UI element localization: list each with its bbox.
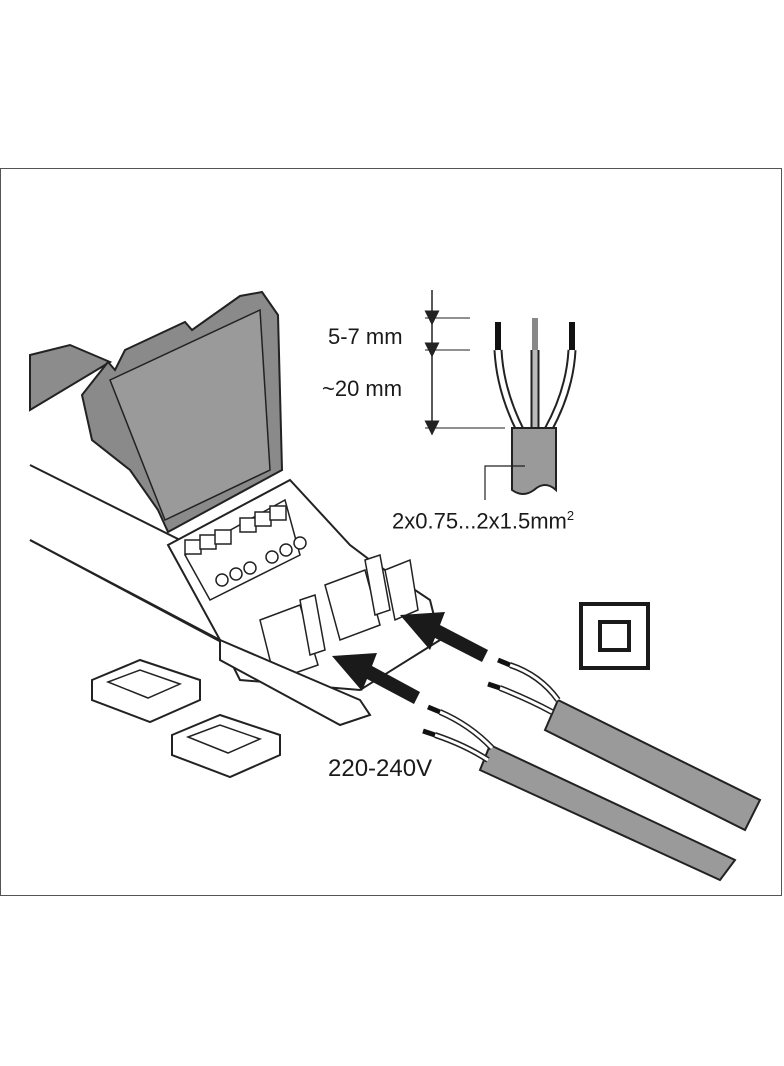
insert-arrow-upper: [400, 612, 488, 662]
strip-length-label: 5-7 mm: [328, 324, 403, 349]
diagram-frame: [0, 168, 782, 896]
insert-arrow-lower: [332, 653, 420, 704]
cable-upper: [487, 657, 762, 832]
stripping-detail: [424, 290, 577, 500]
terminal-lid: [80, 290, 284, 534]
strain-relief-clamps: [259, 554, 419, 681]
insulation-length-label: ~20 mm: [322, 376, 403, 401]
double-square-icon: [579, 602, 650, 670]
voltage-label: 220-240V: [328, 755, 433, 782]
terminal-clamps: [184, 505, 307, 587]
cross-section-label: 2x0.75...2x1.5mm2: [392, 508, 574, 534]
cable-lower: [422, 704, 737, 882]
cross-section-superscript: 2: [566, 508, 575, 523]
strain-relief-clip-1: [91, 658, 201, 724]
cross-section-text: 2x0.75...2x1.5mm: [392, 508, 567, 534]
strain-relief-clip-2: [171, 713, 281, 779]
